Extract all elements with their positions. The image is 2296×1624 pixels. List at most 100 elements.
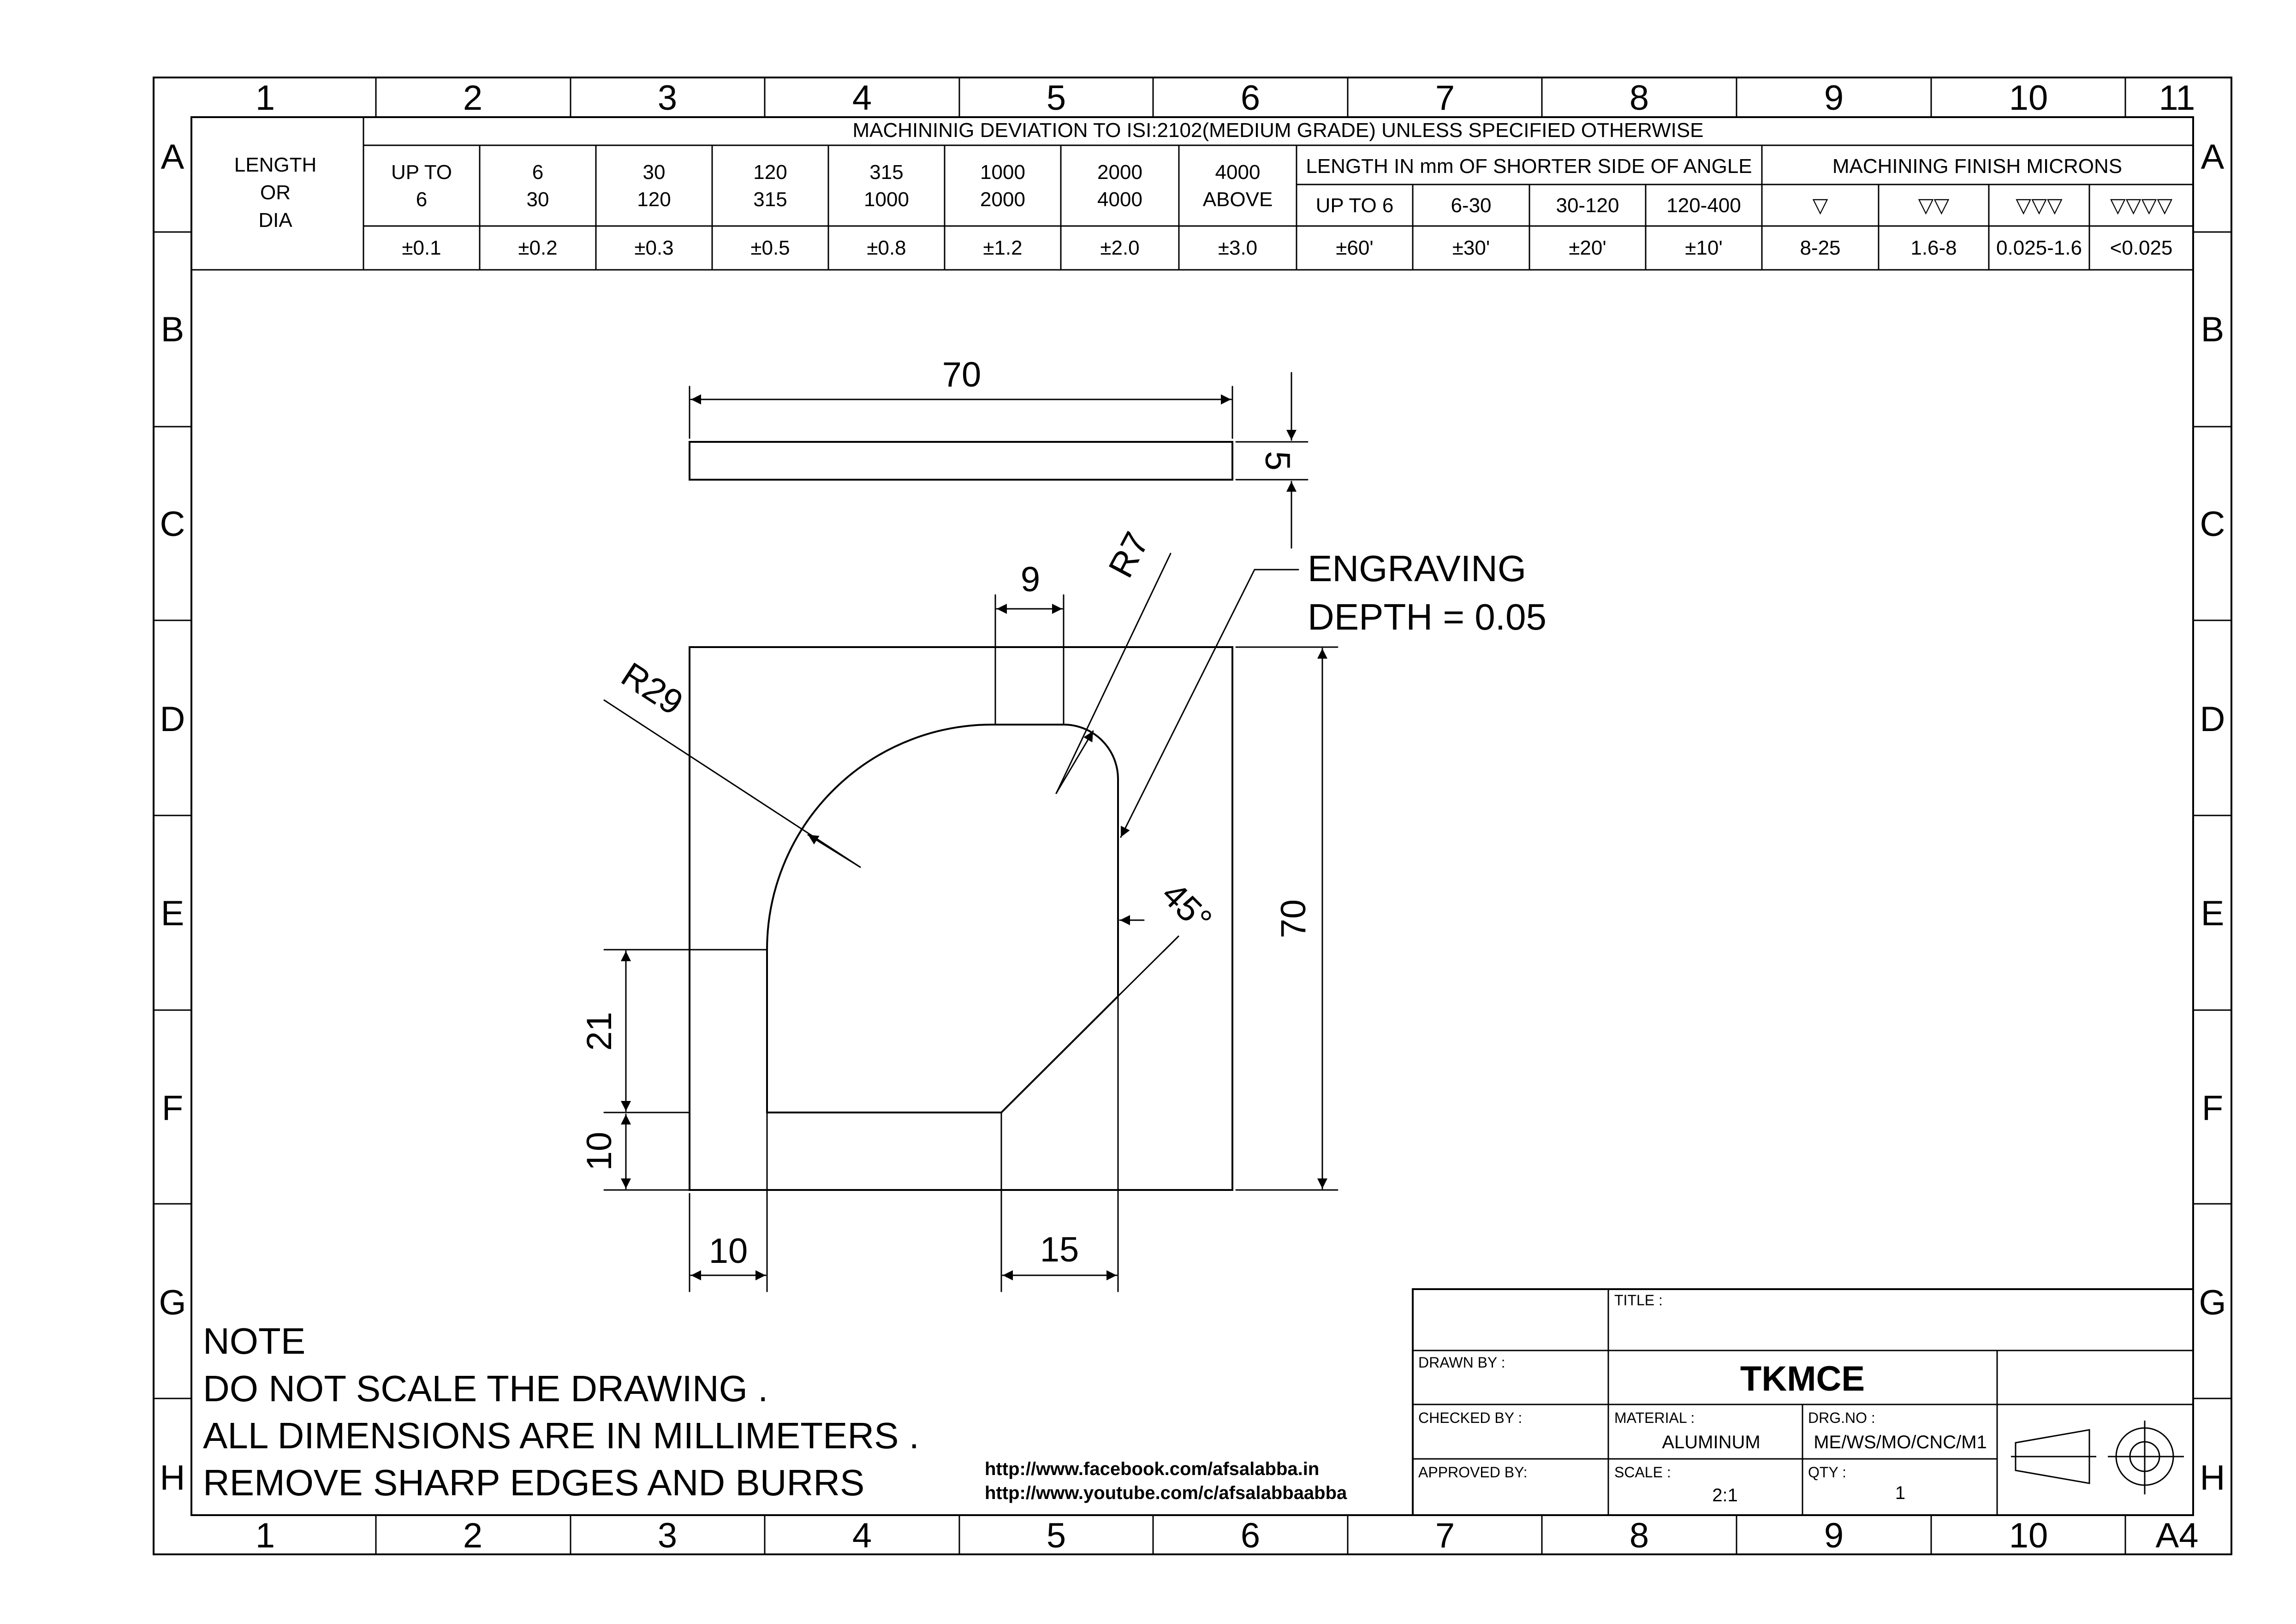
col-label-2: 2: [463, 78, 482, 118]
angle-tolerance-cell: ±60': [1336, 237, 1374, 259]
range-bottom-cell: 315: [753, 188, 787, 211]
organization-name: TKMCE: [1740, 1359, 1865, 1398]
dimension-10-horizontal: 10: [689, 1112, 768, 1292]
dim-height-70-text: 70: [1274, 899, 1313, 939]
dim-21-text: 21: [580, 1012, 619, 1051]
bottom-col-label-4: 4: [852, 1516, 872, 1555]
bottom-col-label-2: 2: [463, 1516, 482, 1555]
row-label-d-left: D: [160, 700, 185, 739]
scale-value: 2:1: [1712, 1485, 1738, 1505]
range-bottom-cell: 1000: [864, 188, 909, 211]
angle-tolerance-cell: ±20': [1569, 237, 1606, 259]
range-tolerance-cell: ±0.3: [634, 237, 673, 259]
angle-tolerances: UP TO 6 ±60' 6-30 ±30' 30-120 ±20' 120-400 ±10': [1316, 194, 1741, 259]
dimension-15: 15: [1000, 995, 1119, 1292]
drg-no-value: ME/WS/MO/CNC/M1: [1814, 1432, 1987, 1452]
qty-value: 1: [1895, 1483, 1905, 1503]
finish-symbol-icon: ▽▽▽: [2016, 194, 2063, 217]
note-line-3: REMOVE SHARP EDGES AND BURRS: [203, 1462, 864, 1503]
range-bottom-cell: 30: [527, 188, 549, 211]
youtube-link[interactable]: http://www.youtube.com/c/afsalabbaabba: [985, 1483, 1347, 1503]
angle-tolerance-cell: ±10': [1685, 237, 1723, 259]
bottom-col-label-5: 5: [1047, 1516, 1066, 1555]
range-top-cell: 30: [643, 161, 666, 184]
sheet-frame: 1 2 3 4 5 6 7 8 9 10 11 1 2 3 4 5 6 7 8 …: [153, 77, 2232, 1555]
range-top-cell: 2000: [1097, 161, 1142, 184]
row-label-c-left: C: [160, 505, 185, 544]
length-ranges: UP TO6±0.1630±0.230120±0.3120315±0.53151…: [391, 161, 1273, 259]
dim-flat-9-text: 9: [1021, 560, 1040, 599]
col-label-7: 7: [1435, 78, 1455, 118]
angle-header: LENGTH IN mm OF SHORTER SIDE OF ANGLE: [1306, 155, 1752, 178]
finish-value-cell: 1.6-8: [1910, 237, 1957, 259]
col-label-4: 4: [852, 78, 872, 118]
range-top-cell: 120: [753, 161, 787, 184]
engraving-line1: ENGRAVING: [1308, 548, 1526, 589]
range-bottom-cell: 4000: [1097, 188, 1142, 211]
dimension-r29: R29: [603, 655, 861, 868]
finish-symbol-icon: ▽: [1813, 194, 1828, 217]
angle-range-cell: 6-30: [1451, 194, 1491, 217]
row-label-g-left: G: [159, 1283, 186, 1322]
drawn-by-label: DRAWN BY :: [1418, 1354, 1505, 1371]
angle-tolerance-cell: ±30': [1452, 237, 1490, 259]
row-label-d-right: D: [2200, 700, 2225, 739]
row-label-g-right: G: [2199, 1283, 2226, 1322]
tolerance-header: MACHININIG DEVIATION TO ISI:2102(MEDIUM …: [852, 119, 1703, 142]
range-tolerance-cell: ±0.2: [518, 237, 557, 259]
finish-header: MACHINING FINISH MICRONS: [1832, 155, 2122, 178]
dimension-length-70: 70: [689, 355, 1233, 439]
dim-r7-text: R7: [1101, 526, 1157, 584]
dim-thickness-5-text: 5: [1258, 451, 1297, 470]
range-top-cell: 6: [532, 161, 543, 184]
row-label-f-right: F: [2202, 1089, 2223, 1128]
range-top-cell: 4000: [1215, 161, 1261, 184]
length-label-line2: OR: [260, 181, 291, 204]
bottom-col-label-3: 3: [658, 1516, 677, 1555]
row-label-b-right: B: [2201, 310, 2225, 349]
range-tolerance-cell: ±3.0: [1218, 237, 1257, 259]
row-label-c-right: C: [2200, 505, 2225, 544]
range-top-cell: 1000: [980, 161, 1025, 184]
col-label-9: 9: [1824, 78, 1844, 118]
dim-length-70-text: 70: [942, 355, 981, 394]
col-label-8: 8: [1630, 78, 1649, 118]
approved-by-label: APPROVED BY:: [1418, 1464, 1528, 1481]
angle-range-cell: 120-400: [1666, 194, 1741, 217]
notes-heading: NOTE: [203, 1321, 305, 1362]
engraving-line2: DEPTH = 0.05: [1308, 596, 1547, 637]
dim-angle-45-text: 45°: [1154, 874, 1219, 940]
bottom-col-label-6: 6: [1241, 1516, 1260, 1555]
angle-range-cell: UP TO 6: [1316, 194, 1394, 217]
range-bottom-cell: 6: [416, 188, 427, 211]
length-label-line3: DIA: [258, 209, 292, 232]
dimension-10-vertical: 10: [580, 1113, 690, 1191]
part-drawing: 70 5 9 R7 R29: [580, 355, 1547, 1292]
engraving-profile: [766, 723, 1119, 1113]
plate-top-view: [689, 441, 1233, 481]
range-bottom-cell: 2000: [980, 188, 1025, 211]
bottom-col-label-7: 7: [1435, 1516, 1455, 1555]
row-label-b-left: B: [161, 310, 184, 349]
dimension-angle-45: 45°: [1117, 874, 1219, 997]
sheet-size-label: A4: [2156, 1516, 2199, 1555]
dim-10-horizontal-text: 10: [709, 1231, 748, 1271]
dimension-r7: R7: [1055, 526, 1172, 794]
range-tolerance-cell: ±0.5: [750, 237, 790, 259]
credit-links: http://www.facebook.com/afsalabba.in htt…: [985, 1459, 1347, 1503]
drg-no-label: DRG.NO :: [1808, 1410, 1875, 1426]
row-label-h-left: H: [160, 1458, 185, 1498]
row-label-h-right: H: [2200, 1458, 2225, 1498]
checked-by-label: CHECKED BY :: [1418, 1410, 1522, 1426]
col-label-5: 5: [1047, 78, 1066, 118]
engraving-callout: ENGRAVING DEPTH = 0.05: [1120, 548, 1547, 838]
row-label-a-right: A: [2201, 137, 2225, 177]
angle-range-cell: 30-120: [1556, 194, 1619, 217]
material-value: ALUMINUM: [1662, 1432, 1760, 1452]
bottom-col-label-9: 9: [1824, 1516, 1844, 1555]
col-label-10: 10: [2009, 78, 2048, 118]
row-label-e-right: E: [2201, 894, 2225, 933]
dimension-flat-9: 9: [994, 560, 1065, 726]
col-label-6: 6: [1241, 78, 1260, 118]
facebook-link[interactable]: http://www.facebook.com/afsalabba.in: [985, 1459, 1319, 1479]
